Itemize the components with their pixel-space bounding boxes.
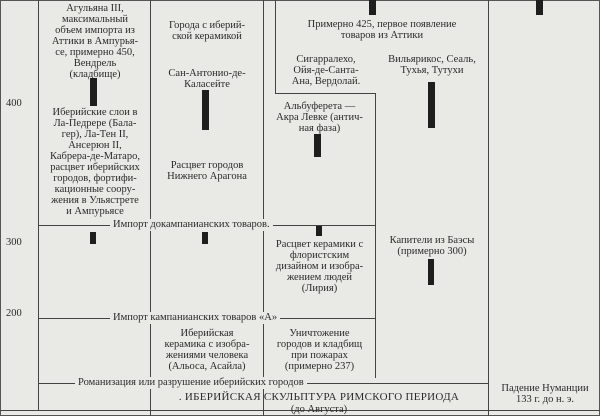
roman-sculpture-subtitle: (до Августа) <box>290 404 348 415</box>
timeline-bar <box>536 0 543 15</box>
bottom-rule <box>0 410 600 411</box>
divider-col2-col3 <box>263 0 264 416</box>
col2-top-text: Города с иберий- ской керамикой <box>169 20 245 42</box>
year-label: 400 <box>6 98 22 109</box>
divider-box-left <box>275 0 276 93</box>
roman-sculpture-title: . ИБЕРИЙСКАЯ СКУЛЬПТУРА РИМСКОГО ПЕРИОДА <box>178 391 460 403</box>
divider-left <box>38 0 39 410</box>
divider-col1-col2 <box>150 0 151 416</box>
col3-box-text: Сигарралехо, Ойя-де-Санта- Ана, Вердолай… <box>291 54 361 87</box>
col1-top-text: Агульяна III, максимальный объем импорта… <box>51 3 139 80</box>
row-label-precampanian: Импорт докампанианских товаров. <box>110 219 273 231</box>
divider-box-bottom <box>275 93 375 94</box>
col3-albufereta-text: Альбуферета — Акра Левке (антич- ная фаз… <box>276 101 363 134</box>
timeline-bar <box>316 226 322 236</box>
timeline-bar <box>202 232 208 244</box>
col1-bottom-text: Иберийские слои в Ла-Педрере (Бала- гер)… <box>50 107 140 217</box>
row-label-campanian: Импорт кампанианских товаров «А» <box>110 312 281 324</box>
col3-destruction-text: Уничтожение городов и кладбищ при пожара… <box>276 328 363 372</box>
col5-numantia-text: Падение Нуманции 133 г. до н. э. <box>501 383 589 405</box>
col2-low-text: Иберийская керамика с изобра- жениями че… <box>164 328 250 372</box>
col4-capitals-text: Капители из Баэсы (примерно 300) <box>389 235 475 257</box>
col3-header-text: Примерно 425, первое появление товаров и… <box>307 19 457 41</box>
year-label: 200 <box>6 308 22 319</box>
timeline-bar <box>90 232 96 244</box>
col2-mid-text: Сан-Антонио-де- Каласейте <box>168 68 246 90</box>
col3-floristic-text: Расцвет керамики с флористским дизайном … <box>275 239 364 294</box>
year-label: 300 <box>6 237 22 248</box>
col4-top-text: Вильярикос, Сеаль, Тухья, Тутухи <box>388 54 476 76</box>
timeline-bar <box>428 82 435 128</box>
timeline-bar <box>369 0 376 15</box>
timeline-bar <box>90 78 97 106</box>
divider-col4-col5 <box>488 0 489 416</box>
col2-bottom-text: Расцвет городов Нижнего Арагона <box>167 160 247 182</box>
timeline-bar <box>314 134 321 157</box>
timeline-bar <box>428 259 434 285</box>
row-label-romanization: Романизация или разрушение иберийских го… <box>75 377 307 389</box>
divider-col3-col4 <box>375 93 376 378</box>
timeline-bar <box>202 90 209 130</box>
